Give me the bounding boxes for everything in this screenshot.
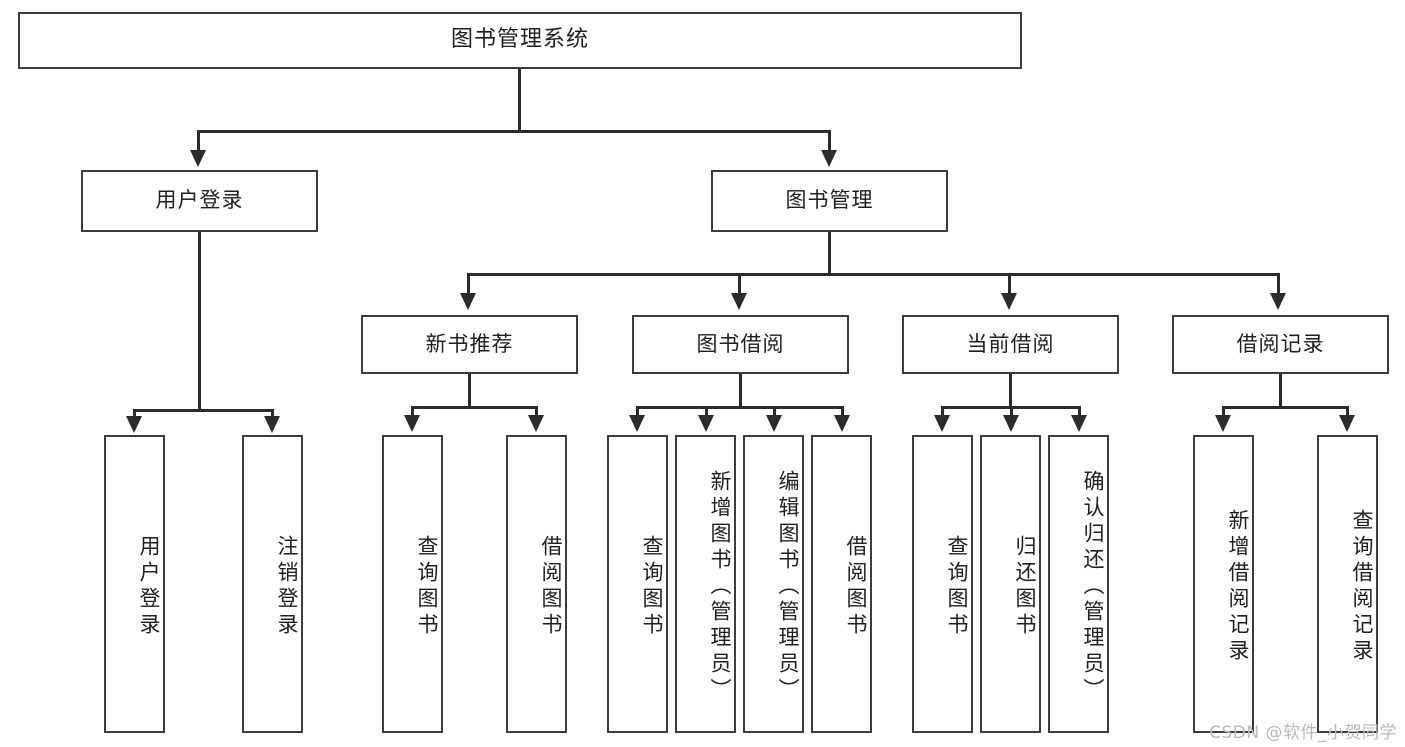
connector-root-to-book-manage: [828, 130, 831, 152]
leaf-current-confirm-return-admin[interactable]: 确认归还（管理员）: [1048, 435, 1109, 733]
leaf-borrow-add-book-admin[interactable]: 新增图书（管理员）: [675, 435, 736, 733]
node-borrow-record[interactable]: 借阅记录: [1172, 315, 1389, 374]
arrowhead-user-login-to-leaf2: [264, 416, 280, 433]
connector-book-manage-to-current-borrow: [1008, 273, 1011, 295]
connector-user-login-to-leaf2: [271, 409, 274, 418]
arrowhead-root-to-user-login: [190, 150, 206, 167]
node-book-manage-label: 图书管理: [785, 188, 874, 213]
node-book-manage[interactable]: 图书管理: [711, 170, 948, 232]
leaf-current-query-book[interactable]: 查询图书: [912, 435, 973, 733]
arrowhead-cb-to-leaf1: [934, 415, 950, 432]
leaf-record-query[interactable]: 查询借阅记录: [1317, 435, 1378, 733]
arrowhead-nbr-to-leaf1: [404, 415, 420, 432]
leaf-borrow-edit-book-admin[interactable]: 编辑图书（管理员）: [743, 435, 804, 733]
leaf-borrow-borrow-book[interactable]: 借阅图书: [811, 435, 872, 733]
connector-new-book-rec-bus: [411, 406, 535, 409]
arrowhead-nbr-to-leaf2: [528, 415, 544, 432]
leaf-user-login-label: 用户登录: [137, 535, 161, 639]
leaf-borrow-borrow-book-label: 借阅图书: [844, 535, 868, 639]
leaf-record-add[interactable]: 新增借阅记录: [1193, 435, 1254, 733]
node-new-book-recommend-label: 新书推荐: [425, 331, 514, 356]
leaf-current-confirm-return-admin-label: 确认归还（管理员）: [1081, 470, 1105, 704]
connector-book-manage-stem: [828, 232, 831, 275]
leaf-borrow-edit-book-admin-label: 编辑图书（管理员）: [776, 470, 800, 704]
connector-nbr-to-leaf1: [411, 406, 414, 417]
leaf-logout-label: 注销登录: [275, 535, 299, 639]
node-book-borrow-label: 图书借阅: [696, 331, 785, 356]
connector-cb-to-leaf2: [1010, 406, 1013, 417]
connector-book-manage-to-borrow-record: [1277, 273, 1280, 295]
node-user-login[interactable]: 用户登录: [81, 170, 318, 232]
connector-new-book-rec-stem: [468, 374, 471, 409]
arrowhead-to-book-borrow: [731, 293, 747, 310]
node-root-label: 图书管理系统: [450, 27, 589, 53]
connector-book-borrow-stem: [739, 374, 742, 409]
leaf-borrow-query-book-label: 查询图书: [640, 535, 664, 639]
connector-bb-to-leaf4: [841, 406, 844, 417]
leaf-recommend-query-book-label: 查询图书: [415, 535, 439, 639]
arrowhead-to-new-book-rec: [460, 293, 476, 310]
node-current-borrow[interactable]: 当前借阅: [902, 315, 1119, 374]
leaf-user-login[interactable]: 用户登录: [104, 435, 165, 733]
leaf-logout[interactable]: 注销登录: [242, 435, 303, 733]
node-new-book-recommend[interactable]: 新书推荐: [361, 315, 578, 374]
connector-bb-to-leaf2: [705, 406, 708, 417]
leaf-borrow-query-book[interactable]: 查询图书: [607, 435, 668, 733]
connector-br-to-leaf2: [1346, 406, 1349, 417]
connector-borrow-record-bus: [1222, 406, 1346, 409]
connector-cb-to-leaf1: [941, 406, 944, 417]
connector-book-manage-bus: [467, 273, 1279, 276]
connector-root-to-user-login: [197, 130, 200, 152]
node-book-borrow[interactable]: 图书借阅: [632, 315, 849, 374]
arrowhead-cb-to-leaf3: [1071, 415, 1087, 432]
arrowhead-bb-to-leaf4: [834, 415, 850, 432]
arrowhead-br-to-leaf1: [1215, 415, 1231, 432]
node-user-login-label: 用户登录: [155, 188, 244, 213]
arrowhead-user-login-to-leaf1: [126, 416, 142, 433]
connector-bb-to-leaf3: [773, 406, 776, 417]
arrowhead-to-borrow-record: [1270, 293, 1286, 310]
connector-cb-to-leaf3: [1078, 406, 1081, 417]
arrowhead-bb-to-leaf2: [698, 415, 714, 432]
leaf-current-return-book[interactable]: 归还图书: [980, 435, 1041, 733]
node-borrow-record-label: 借阅记录: [1236, 331, 1325, 356]
connector-book-manage-to-new-book-rec: [467, 273, 470, 295]
arrowhead-root-to-book-manage: [821, 150, 837, 167]
leaf-record-query-label: 查询借阅记录: [1350, 509, 1374, 665]
arrowhead-bb-to-leaf1: [629, 415, 645, 432]
connector-borrow-record-stem: [1279, 374, 1282, 409]
node-current-borrow-label: 当前借阅: [966, 331, 1055, 356]
arrowhead-cb-to-leaf2: [1003, 415, 1019, 432]
leaf-recommend-query-book[interactable]: 查询图书: [382, 435, 443, 733]
arrowhead-br-to-leaf2: [1339, 415, 1355, 432]
connector-root-stem: [518, 69, 521, 131]
connector-root-bus: [197, 130, 831, 133]
connector-nbr-to-leaf2: [535, 406, 538, 417]
arrowhead-to-current-borrow: [1001, 293, 1017, 310]
leaf-current-query-book-label: 查询图书: [945, 535, 969, 639]
leaf-borrow-add-book-admin-label: 新增图书（管理员）: [708, 470, 732, 704]
leaf-recommend-borrow-book[interactable]: 借阅图书: [506, 435, 567, 733]
connector-current-borrow-stem: [1009, 374, 1012, 409]
leaf-current-return-book-label: 归还图书: [1013, 535, 1037, 639]
connector-bb-to-leaf1: [636, 406, 639, 417]
connector-user-login-to-leaf1: [133, 409, 136, 418]
leaf-recommend-borrow-book-label: 借阅图书: [539, 535, 563, 639]
connector-br-to-leaf1: [1222, 406, 1225, 417]
connector-book-borrow-bus: [636, 406, 843, 409]
connector-book-manage-to-book-borrow: [738, 273, 741, 295]
node-root-book-management-system[interactable]: 图书管理系统: [18, 12, 1022, 69]
arrowhead-bb-to-leaf3: [766, 415, 782, 432]
leaf-record-add-label: 新增借阅记录: [1226, 509, 1250, 665]
connector-user-login-bus: [133, 409, 271, 412]
connector-user-login-stem: [198, 232, 201, 412]
